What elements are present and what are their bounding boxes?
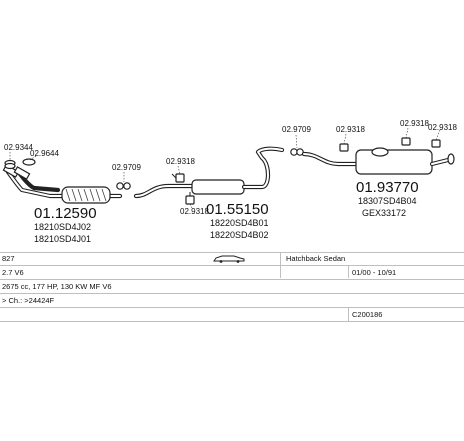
- gasket-mid-1: [116, 182, 131, 190]
- label-gasket-4: 02.9709: [282, 125, 311, 134]
- info-ref: C200186: [352, 310, 383, 319]
- center-resonator: [191, 179, 245, 195]
- info-specs: 2675 cc, 177 HP, 130 KW MF V6: [2, 282, 112, 291]
- code-center-pipe-1: 18220SD4B01: [210, 218, 269, 228]
- code-rear-silencer-2: GEX33172: [362, 208, 406, 218]
- label-hanger-4: 02.9318: [400, 119, 429, 128]
- label-front-pipe: 01.12590: [34, 205, 97, 222]
- hanger-rear-2: [401, 137, 411, 146]
- hanger-center-2: [185, 192, 195, 205]
- info-row-chassis: > Ch.: >24424F: [0, 294, 464, 308]
- label-gasket-1: 02.9344: [4, 143, 33, 152]
- label-hanger-2: 02.9318: [180, 207, 209, 216]
- code-front-pipe-2: 18210SD4J01: [34, 234, 91, 244]
- label-center-pipe: 01.55150: [206, 201, 269, 218]
- vehicle-info-table: 827 Hatchback Sedan 2.7 V6 01/00 - 10/91…: [0, 252, 464, 382]
- label-rear-silencer: 01.93770: [356, 179, 419, 196]
- rear-muffler: [355, 149, 433, 175]
- hanger-center-1: [171, 173, 185, 183]
- hanger-rear-1: [339, 143, 349, 152]
- info-chassis: > Ch.: >24424F: [2, 296, 55, 305]
- car-body-icon: [212, 254, 246, 267]
- gasket-rear: [290, 148, 304, 156]
- label-hanger-5: 02.9318: [428, 123, 457, 132]
- gasket-front-2: [22, 158, 36, 166]
- info-engine: 2.7 V6: [2, 268, 24, 277]
- info-body-type: Hatchback Sedan: [286, 254, 346, 263]
- center-pipe-assembly: [133, 146, 285, 199]
- tailpipe-tip: [447, 153, 455, 165]
- front-pipe-assembly: [2, 164, 123, 204]
- gasket-front-1: [4, 159, 16, 170]
- code-center-pipe-2: 18220SD4B02: [210, 230, 269, 240]
- info-years: 01/00 - 10/91: [352, 268, 397, 277]
- code-rear-silencer-1: 18307SD4B04: [358, 196, 417, 206]
- hanger-rear-3: [431, 139, 441, 148]
- label-hanger-3: 02.9318: [336, 125, 365, 134]
- exhaust-system-diagram: 02.9344 02.9644 01.12590 18210SD4J02 182…: [2, 119, 457, 244]
- leader-lines: [9, 127, 441, 209]
- info-row-engine: 2.7 V6 01/00 - 10/91: [0, 266, 464, 280]
- rear-silencer-assembly: [301, 147, 455, 175]
- info-model: 827: [2, 254, 15, 263]
- flange-right: [13, 166, 31, 180]
- label-hanger-1: 02.9318: [166, 157, 195, 166]
- label-gasket-2: 02.9644: [30, 149, 59, 158]
- label-gasket-3: 02.9709: [112, 163, 141, 172]
- info-row-model: 827 Hatchback Sedan: [0, 252, 464, 266]
- info-blank: [0, 322, 464, 382]
- info-row-specs: 2675 cc, 177 HP, 130 KW MF V6: [0, 280, 464, 294]
- info-row-ref: C200186: [0, 308, 464, 322]
- code-front-pipe-1: 18210SD4J02: [34, 222, 91, 232]
